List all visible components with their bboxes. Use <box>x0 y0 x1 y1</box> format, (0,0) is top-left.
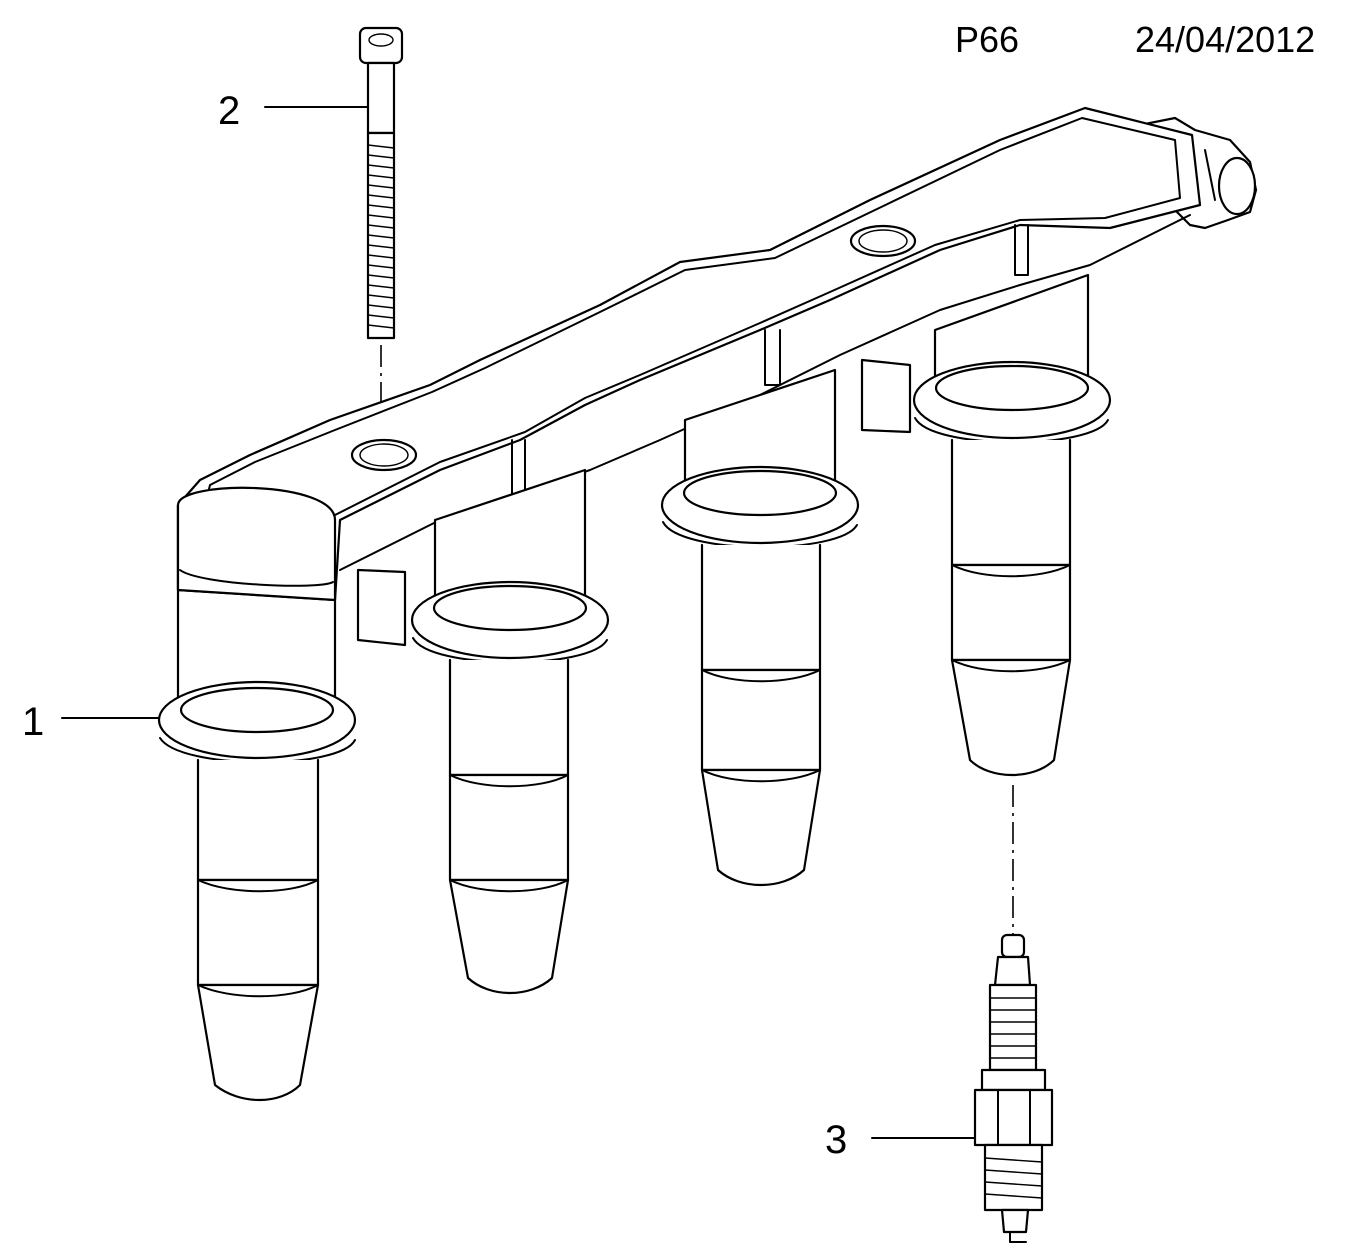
bolt <box>358 26 404 340</box>
ignition-coil-tube-2 <box>410 468 610 995</box>
ignition-coil-tube-4 <box>912 273 1112 776</box>
page-date: 24/04/2012 <box>1135 19 1316 60</box>
callout-3-label: 3 <box>825 1118 848 1162</box>
callout-2-label: 2 <box>218 89 241 133</box>
ignition-coil-tube-3 <box>660 368 860 886</box>
callout-1-label: 1 <box>22 700 45 744</box>
ignition-coil-tube-1 <box>157 486 357 1101</box>
coil-rail <box>176 106 1258 647</box>
page-code: P66 <box>955 19 1020 60</box>
spark-plug <box>973 933 1054 1243</box>
